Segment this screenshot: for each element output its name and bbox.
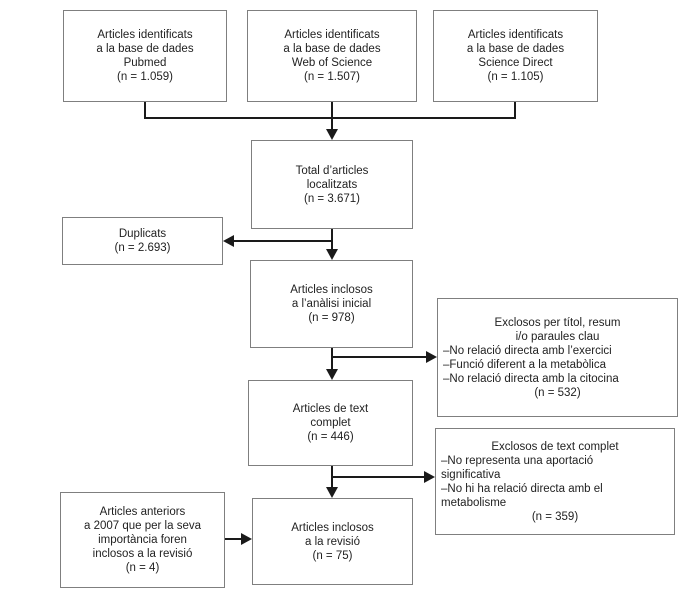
text-line: (n = 359) (531, 510, 579, 523)
text-line: –No relació directa amb la citocina (443, 372, 619, 385)
text-line: Duplicats (118, 228, 167, 240)
text-line: i/o paraules clau (515, 330, 600, 343)
text-line: Articles identificats (467, 29, 564, 41)
text-line: (n = 1.105) (487, 71, 544, 83)
box-pubmed: Articles identificats a la base de dades… (63, 10, 227, 102)
text-line: (n = 2.693) (114, 242, 171, 254)
box-web-of-science: Articles identificats a la base de dades… (247, 10, 417, 102)
arrowhead-to-inicial (326, 249, 338, 260)
text-line: (n = 1.059) (117, 71, 173, 83)
text-line: Articles inclosos (290, 284, 373, 296)
text-line: a l’anàlisi inicial (291, 298, 372, 310)
text-line: importància foren (98, 534, 187, 546)
text-line: –No representa una aportació (441, 454, 594, 467)
text-line: complet (310, 417, 351, 429)
box-text-complet: Articles de text complet (n = 446) (248, 380, 413, 466)
text-line: a la base de dades (466, 43, 565, 55)
text-line: Articles anteriors (99, 506, 186, 518)
text-line: a la revisió (305, 535, 360, 548)
text-line: Total d’articles (295, 164, 369, 177)
text-line: Exclosos de text complet (491, 440, 619, 453)
text-line: significativa (441, 468, 501, 481)
connector-science-direct-stub (514, 102, 516, 119)
box-revisio: Articles inclosos a la revisió (n = 75) (252, 498, 413, 585)
arrowhead-to-exclosos-complet (424, 471, 435, 483)
text-line: Articles identificats (97, 29, 193, 41)
text-line: Articles inclosos (291, 521, 374, 534)
arrowhead-to-complet (326, 369, 338, 380)
text-line: a la base de dades (96, 43, 194, 55)
box-science-direct: Articles identificats a la base de dades… (433, 10, 598, 102)
text-line: inclosos a la revisió (92, 548, 193, 560)
connector-to-duplicats (234, 240, 332, 242)
text-line: Articles identificats (284, 29, 380, 41)
arrowhead-to-duplicats (223, 235, 234, 247)
text-line: a la base de dades (283, 43, 381, 55)
text-line: Articles de text (292, 403, 369, 415)
connector-anteriors-to-revisio (225, 538, 242, 540)
text-line: Exclosos per títol, resum (494, 316, 621, 329)
arrowhead-to-exclosos-titol (426, 351, 437, 363)
text-line: (n = 1.507) (304, 71, 360, 83)
text-line: Web of Science (291, 57, 373, 69)
text-line: metabolisme (441, 496, 507, 509)
box-anteriors-2007: Articles anteriors a 2007 que per la sev… (60, 492, 225, 588)
connector-inicial-to-complet (331, 348, 333, 371)
connector-top-horizontal (144, 117, 516, 119)
text-line: (n = 532) (534, 386, 581, 399)
text-line: a 2007 que per la seva (83, 520, 201, 532)
text-line: (n = 446) (307, 431, 354, 443)
text-line: –No relació directa amb l’exercici (443, 344, 612, 357)
text-line: –Funció diferent a la metabòlica (443, 358, 607, 371)
arrowhead-to-revisio (326, 487, 338, 498)
arrowhead-anteriors-to-revisio (241, 533, 252, 545)
connector-to-total (331, 102, 333, 130)
text-line: –No hi ha relació directa amb el (441, 482, 603, 495)
box-exclosos-text-complet: Exclosos de text complet –No representa … (435, 428, 675, 535)
arrowhead-to-total (326, 129, 338, 140)
text-line: (n = 3.671) (304, 192, 360, 205)
text-line: Science Direct (478, 57, 553, 69)
text-line: localitzats (306, 178, 358, 191)
text-line: (n = 4) (125, 562, 160, 574)
text-line: Pubmed (123, 57, 167, 69)
box-exclosos-titol: Exclosos per títol, resum i/o paraules c… (437, 298, 678, 417)
text-line: (n = 75) (312, 549, 353, 562)
connector-to-exclosos-titol (332, 356, 426, 358)
connector-pubmed-stub (144, 102, 146, 119)
text-line: (n = 978) (308, 312, 355, 324)
box-total-localitzats: Total d’articles localitzats (n = 3.671) (251, 140, 413, 229)
box-analisi-inicial: Articles inclosos a l’anàlisi inicial (n… (250, 260, 413, 348)
box-duplicats: Duplicats (n = 2.693) (62, 217, 223, 265)
connector-to-exclosos-complet (332, 476, 425, 478)
connector-total-to-inicial (331, 229, 333, 250)
